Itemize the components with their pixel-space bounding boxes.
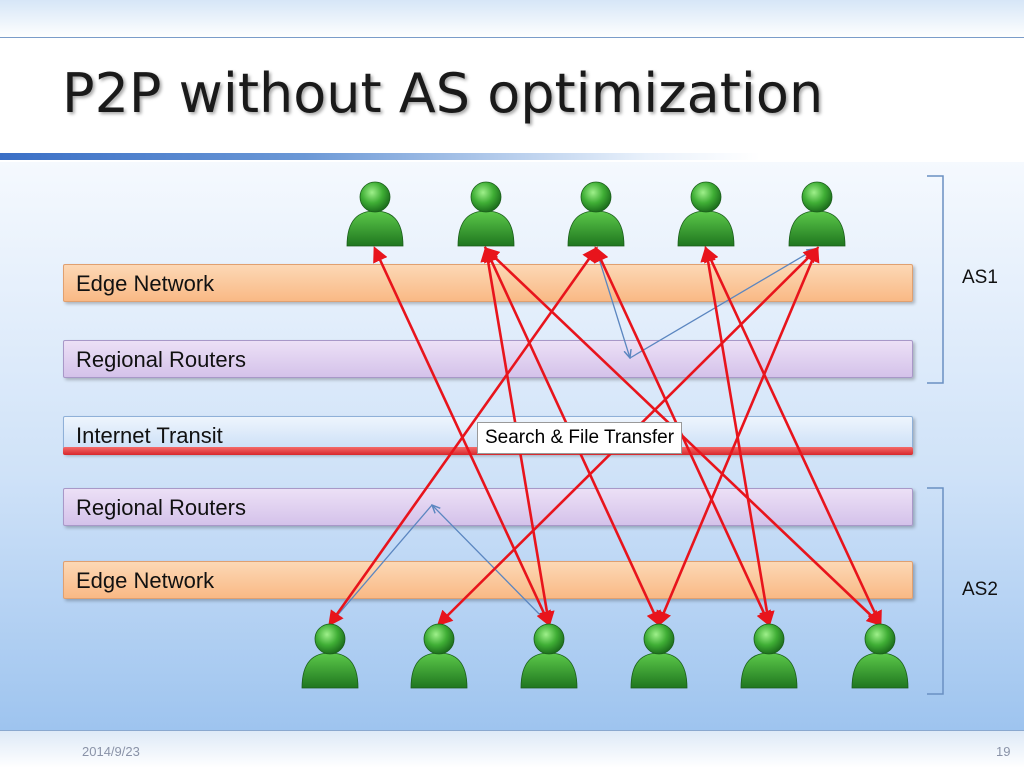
as2-peer-user-icon-4 (630, 623, 688, 689)
as2-local-arrow-down (330, 504, 433, 624)
as2-peer-user-icon-6 (851, 623, 909, 689)
search-file-transfer-callout: Search & File Transfer (477, 422, 683, 454)
as2-label: AS2 (962, 579, 998, 600)
as1-label: AS1 (962, 267, 998, 288)
as2-peers (301, 623, 909, 689)
as1-peer-user-icon-5 (788, 181, 846, 247)
as2-peer-user-icon-2 (410, 623, 468, 689)
as1-bracket (927, 175, 944, 384)
as1-peer-user-icon-3 (567, 181, 625, 247)
header-rule (0, 37, 1024, 38)
as1-local-arrow-down (595, 248, 630, 358)
as1-peers (346, 181, 846, 247)
slide-page-number: 19 (996, 744, 1011, 759)
slide-title: P2P without AS optimization (62, 62, 824, 125)
as2-bracket (927, 487, 944, 695)
slide-date: 2014/9/23 (82, 744, 140, 759)
as2-peer-user-icon-3 (520, 623, 578, 689)
footer-band (0, 730, 1024, 768)
as1-peer-user-icon-2 (457, 181, 515, 247)
transfer-arrow-10 (656, 246, 820, 627)
footer-rule (0, 730, 1024, 731)
header-band (0, 0, 1024, 38)
as1-peer-user-icon-4 (677, 181, 735, 247)
title-accent-line (0, 153, 760, 160)
as2-peer-user-icon-5 (740, 623, 798, 689)
as1-peer-user-icon-1 (346, 181, 404, 247)
as2-peer-user-icon-1 (301, 623, 359, 689)
